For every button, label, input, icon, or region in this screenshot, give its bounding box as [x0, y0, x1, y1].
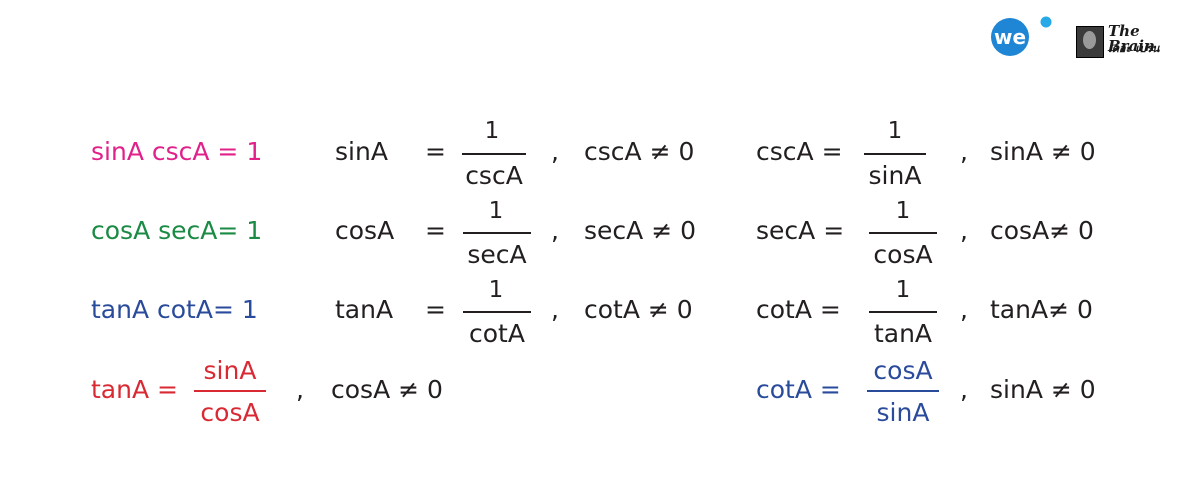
left-condition: cscA ≠ 0: [584, 137, 695, 166]
fraction-denominator: sinA: [876, 398, 930, 427]
we-logo-text: we: [994, 25, 1026, 49]
reciprocal-identity: sinA cscA = 1: [91, 137, 263, 166]
fraction-numerator: 1: [895, 198, 911, 224]
fraction-bar: [864, 153, 926, 155]
brain-logo-subtitle: เดอะ เบรน: [1108, 42, 1160, 55]
fraction-numerator: 1: [887, 118, 903, 144]
comma: ,: [960, 375, 968, 404]
fraction-numerator: 1: [484, 118, 500, 144]
fraction-numerator: 1: [895, 277, 911, 303]
reciprocal-identity: cosA secA= 1: [91, 216, 263, 245]
equals-sign: =: [425, 137, 446, 166]
fraction-numerator: cosA: [873, 356, 933, 385]
fraction-numerator: 1: [488, 198, 504, 224]
fraction-numerator: sinA: [203, 356, 257, 385]
left-condition: cotA ≠ 0: [584, 295, 693, 324]
right-condition: sinA ≠ 0: [990, 137, 1096, 166]
cot-quotient-lhs: cotA =: [756, 375, 841, 404]
comma: ,: [960, 295, 968, 324]
fraction-denominator: cosA: [200, 398, 260, 427]
fraction-bar: [194, 390, 266, 392]
fraction-bar: [463, 311, 531, 313]
comma: ,: [296, 375, 304, 404]
fraction-bar: [869, 311, 937, 313]
reciprocal-identity: tanA cotA= 1: [91, 295, 258, 324]
left-lhs: sinA: [335, 137, 388, 166]
equals-sign: =: [425, 216, 446, 245]
portrait-icon: [1076, 26, 1104, 58]
right-lhs: secA =: [756, 216, 845, 245]
left-lhs: tanA: [335, 295, 394, 324]
right-condition: tanA≠ 0: [990, 295, 1093, 324]
fraction-denominator: secA: [467, 240, 527, 269]
fraction-denominator: sinA: [868, 161, 922, 190]
fraction-bar: [463, 232, 531, 234]
comma: ,: [551, 295, 559, 324]
fraction-denominator: cotA: [469, 319, 525, 348]
fraction-bar: [869, 232, 937, 234]
right-condition: cosA≠ 0: [990, 216, 1094, 245]
left-condition: secA ≠ 0: [584, 216, 696, 245]
fraction-denominator: tanA: [873, 319, 933, 348]
fraction-numerator: 1: [488, 277, 504, 303]
brain-logo-title: The Brain: [1108, 22, 1155, 55]
comma: ,: [551, 216, 559, 245]
tan-quotient-lhs: tanA =: [91, 375, 178, 404]
left-lhs: cosA: [335, 216, 395, 245]
tan-quotient-condition: cosA ≠ 0: [331, 375, 443, 404]
fraction-bar: [462, 153, 526, 155]
fraction-denominator: cosA: [873, 240, 933, 269]
comma: ,: [551, 137, 559, 166]
the-brain-logo: The Brain เดอะ เบรน: [1076, 24, 1176, 60]
comma: ,: [960, 137, 968, 166]
equals-sign: =: [425, 295, 446, 324]
cot-quotient-condition: sinA ≠ 0: [990, 375, 1096, 404]
right-lhs: cscA =: [756, 137, 843, 166]
we-logo: we: [991, 16, 1052, 56]
right-lhs: cotA =: [756, 295, 841, 324]
fraction-bar: [867, 390, 939, 392]
comma: ,: [960, 216, 968, 245]
fraction-denominator: cscA: [465, 161, 523, 190]
